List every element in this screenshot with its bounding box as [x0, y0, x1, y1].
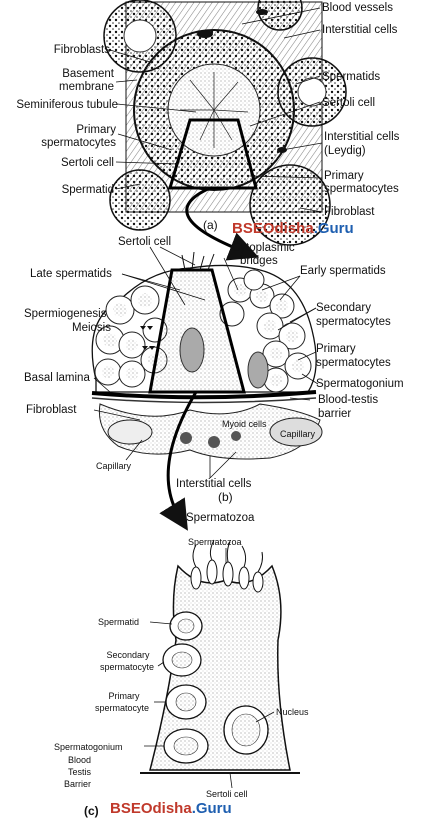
label-primary-spermatocyte-c-line2: spermatocyte — [94, 703, 150, 713]
label-secondary-spermatocyte-c-line1: Secondary — [106, 650, 150, 660]
label-fibroblast-a: Fibroblast — [324, 206, 375, 218]
label-early-spermatids: Early spermatids — [300, 265, 386, 277]
label-interstitial-cells-a: Interstitial cells — [322, 24, 398, 36]
label-late-spermatids: Late spermatids — [30, 268, 112, 280]
label-primary-spermatocytes-b-line2: spermatocytes — [316, 357, 391, 369]
label-spermatids-a: Spermatids — [322, 71, 381, 83]
label-spermatogonium-c: Spermatogonium — [54, 742, 123, 752]
label-interstitial-leydig-line2: (Leydig) — [324, 145, 366, 157]
panel-b-label: (b) — [218, 490, 233, 504]
watermark-bottom: BSEOdisha.Guru — [110, 800, 232, 817]
label-spermatozoa-c: Spermatozoa — [188, 537, 242, 547]
label-spermatogonium-b: Spermatogonium — [316, 378, 404, 390]
label-interstitial-leydig-line1: Interstitial cells — [324, 131, 400, 143]
panel-c-leader-lines — [144, 548, 275, 789]
arrow-b-to-c — [159, 391, 198, 531]
label-nucleus: Nucleus — [276, 707, 309, 717]
label-cytoplasmic-bridges-line2: bridges — [240, 255, 278, 267]
panel-c-sertoli-cell — [140, 539, 300, 774]
label-secondary-spermatocytes-b-line2: spermatocytes — [316, 316, 391, 328]
label-blood-testis-c-line1: Blood — [68, 755, 92, 765]
label-primary-spermatocytes-a-right-line1: Primary — [324, 170, 364, 182]
panel-b-leader-lines — [93, 246, 319, 479]
label-blood-testis-b-line2: barrier — [318, 408, 352, 420]
panel-a-label: (a) — [203, 218, 218, 232]
label-blood-testis-c-line3: Barrier — [64, 779, 92, 789]
label-capillary-b: Capillary — [96, 461, 132, 471]
label-secondary-spermatocyte-c-line2: spermatocyte — [99, 662, 155, 672]
label-meiosis: Meiosis — [72, 322, 111, 334]
label-spermiogenesis: Spermiogenesis — [24, 308, 107, 320]
watermark-top: BSEOdisha.Guru — [232, 220, 354, 237]
label-blood-testis-c-line2: Testis — [68, 767, 92, 777]
label-cytoplasmic-bridges-line1: Cytoplasmic — [232, 242, 295, 254]
label-basement-membrane-line2: membrane — [59, 81, 114, 93]
label-seminiferous-tubule: Seminiferous tubule — [16, 99, 118, 111]
label-sertoli-cell-b: Sertoli cell — [118, 236, 172, 248]
panel-b-epithelium — [91, 251, 323, 460]
label-myoid-cells: Myoid cells — [222, 419, 267, 429]
panel-c-label: (c) — [84, 804, 99, 818]
panel-a-histology — [103, 0, 347, 246]
label-sertoli-cell-c: Sertoli cell — [206, 789, 248, 799]
label-spermatid-c: Spermatid — [98, 617, 140, 627]
panel-a-leader-lines — [109, 7, 323, 213]
label-spermatozoa-b: Spermatozoa — [186, 512, 255, 524]
watermark-bottom-part2: .Guru — [191, 800, 232, 817]
label-primary-spermatocytes-a-right-line2: spermatocytes — [324, 183, 399, 195]
label-sertoli-cell-a-right: Sertoli cell — [322, 97, 376, 109]
label-secondary-spermatocytes-b-line1: Secondary — [316, 302, 371, 314]
watermark-top-part1: BSEOdisha — [232, 220, 314, 237]
label-primary-spermatocytes-b-line1: Primary — [316, 343, 356, 355]
watermark-top-part2: .Guru — [313, 220, 354, 237]
label-blood-testis-b-line1: Blood-testis — [318, 394, 379, 406]
label-fibroblast-b: Fibroblast — [26, 404, 77, 416]
label-primary-spermatocytes-a-line2: spermatocytes — [41, 137, 116, 149]
label-fibroblasts: Fibroblasts — [53, 44, 110, 56]
label-primary-spermatocytes-a-line1: Primary — [76, 124, 116, 136]
label-blood-vessels: Blood vessels — [322, 2, 393, 14]
watermark-bottom-part1: BSEOdisha — [110, 800, 192, 817]
label-sertoli-cell-a-left: Sertoli cell — [60, 157, 114, 169]
label-capillary-inner: Capillary — [280, 429, 316, 439]
label-interstitial-cells-b: Interstitial cells — [176, 478, 252, 490]
label-spermatid-a: Spermatid — [61, 184, 114, 196]
label-primary-spermatocyte-c-line1: Primary — [108, 691, 140, 701]
arrow-a-to-b — [185, 186, 259, 261]
label-basal-lamina: Basal lamina — [24, 372, 90, 384]
label-basement-membrane-line1: Basement — [62, 68, 114, 80]
